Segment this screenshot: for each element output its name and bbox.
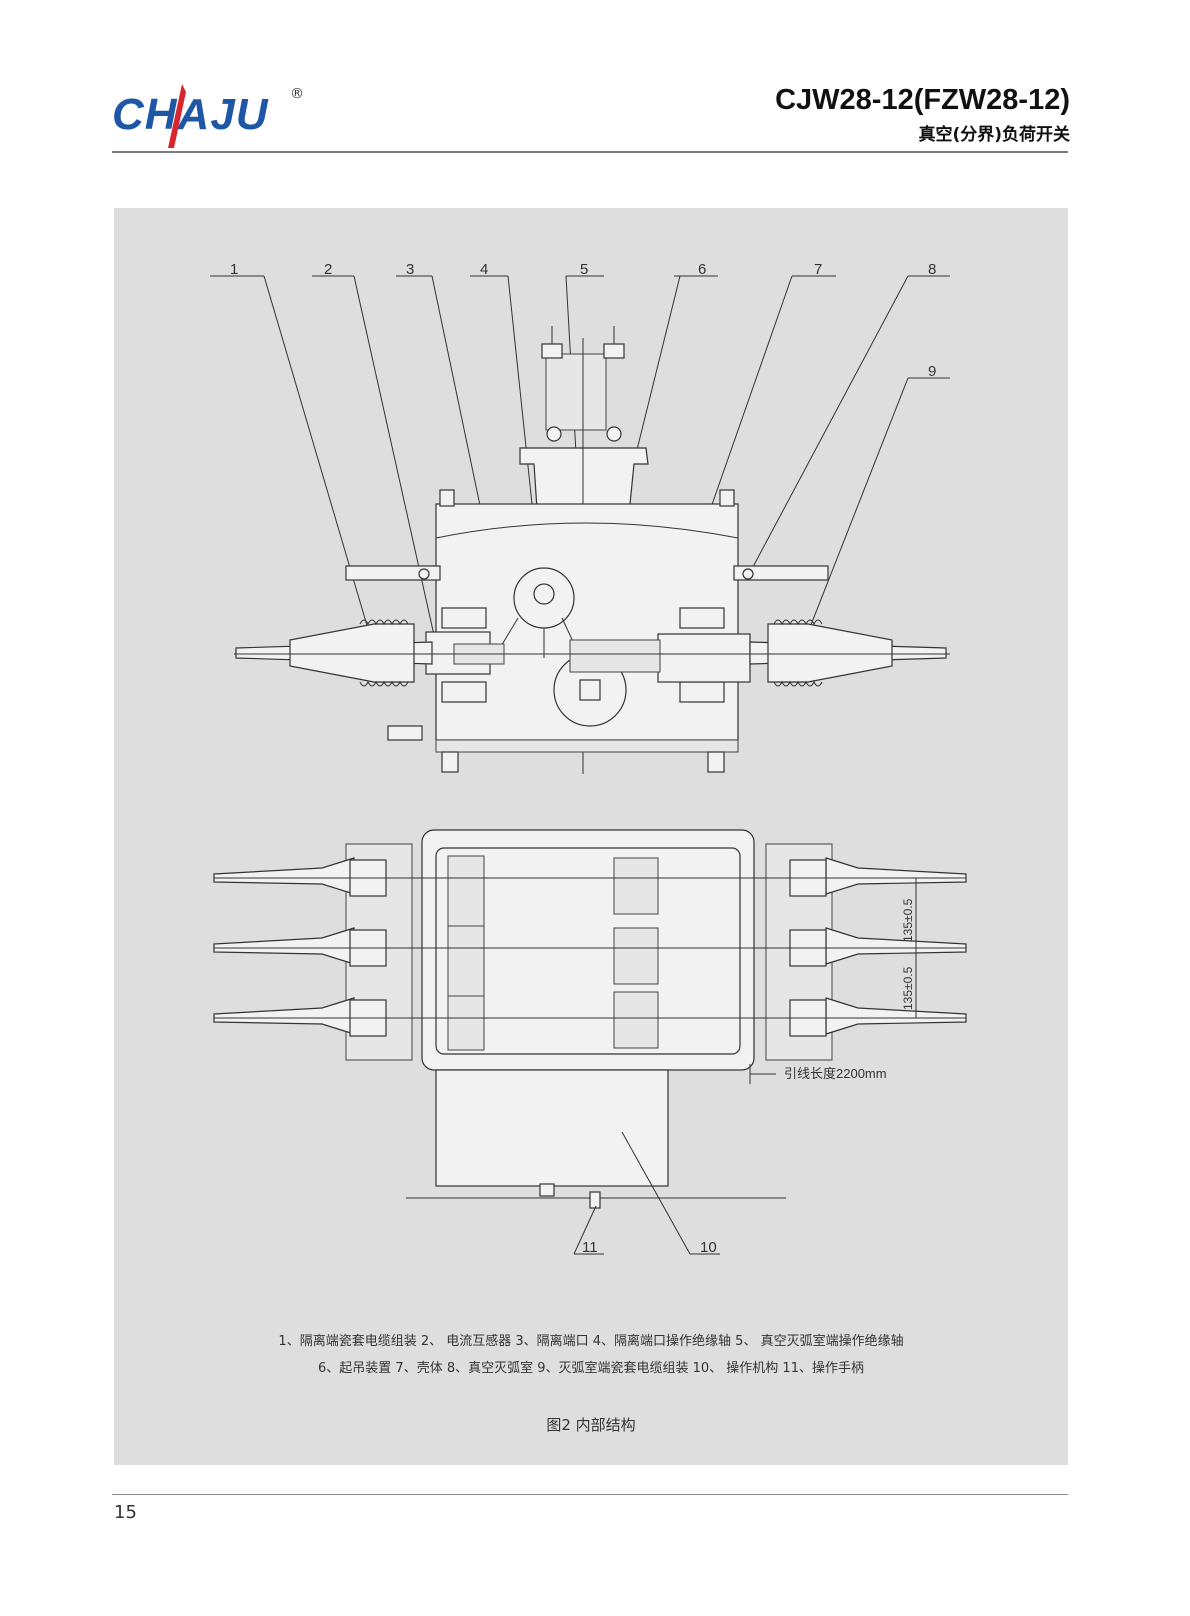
callout-10: 10 bbox=[700, 1239, 717, 1256]
product-model: CJW28-12(FZW28-12) bbox=[775, 84, 1070, 116]
callout-1: 1 bbox=[230, 261, 238, 278]
plan-view: 135±0.5 135±0.5 引线长度2200mm 11 10 bbox=[213, 829, 967, 1256]
logo-text: CHAJU bbox=[112, 90, 269, 139]
brand-logo: CHAJU ® bbox=[112, 82, 312, 154]
callout-2: 2 bbox=[324, 261, 332, 278]
logo-red-swoosh-icon bbox=[168, 84, 186, 148]
right-bushing-sheds bbox=[773, 619, 823, 687]
callout-5: 5 bbox=[580, 261, 588, 278]
side-elevation-view: 1 2 3 4 5 6 7 8 9 bbox=[210, 261, 950, 774]
registered-mark: ® bbox=[290, 86, 304, 102]
callout-11: 11 bbox=[582, 1239, 598, 1256]
lead-length-label: 引线长度2200mm bbox=[784, 1066, 887, 1081]
internal-structure-drawing: 1 2 3 4 5 6 7 8 9 bbox=[210, 261, 967, 1256]
callout-8: 8 bbox=[928, 261, 936, 278]
callout-3: 3 bbox=[406, 261, 414, 278]
legend-line-2: 6、起吊装置 7、壳体 8、真空灭弧室 9、灭弧室端瓷套电缆组装 10、 操作机… bbox=[318, 1361, 864, 1376]
callout-4: 4 bbox=[480, 261, 488, 278]
dimension-label-upper: 135±0.5 bbox=[901, 898, 915, 942]
left-bushing-sheds bbox=[359, 619, 409, 687]
phase-c bbox=[213, 991, 967, 1051]
callout-6: 6 bbox=[698, 261, 706, 278]
footer-rule bbox=[112, 1494, 1068, 1495]
callout-9: 9 bbox=[928, 363, 936, 380]
figure-caption: 图2 内部结构 bbox=[546, 1416, 636, 1434]
page-number: 15 bbox=[114, 1502, 137, 1523]
dimension-label-lower: 135±0.5 bbox=[901, 966, 915, 1010]
page-header: CHAJU ® CJW28-12(FZW28-12) 真空(分界)负荷开关 bbox=[0, 0, 1190, 160]
phase-a bbox=[213, 855, 967, 929]
header-rule bbox=[112, 151, 1068, 153]
callout-7: 7 bbox=[814, 261, 822, 278]
phase-b bbox=[213, 925, 967, 999]
product-subtitle: 真空(分界)负荷开关 bbox=[918, 125, 1070, 145]
legend-line-1: 1、隔离端瓷套电缆组装 2、 电流互感器 3、隔离端口 4、隔离端口操作绝缘轴 … bbox=[278, 1334, 904, 1349]
